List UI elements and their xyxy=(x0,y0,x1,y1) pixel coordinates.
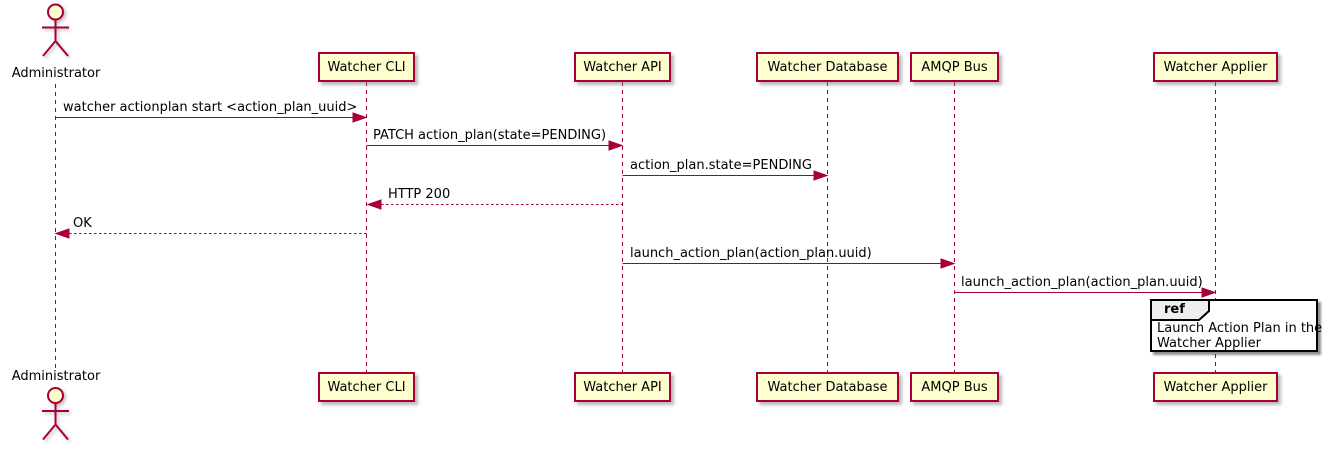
message-2-label: PATCH action_plan(state=PENDING) xyxy=(373,128,607,143)
actor-figure-bottom xyxy=(42,387,69,441)
message-3-arrowhead xyxy=(813,170,829,181)
participant-watcher-database-bottom: Watcher Database xyxy=(756,372,899,402)
message-2-arrowhead xyxy=(608,140,624,151)
actor-head-icon xyxy=(47,3,64,21)
message-arrows xyxy=(54,112,1217,298)
participant-watcher-cli-top: Watcher CLI xyxy=(318,52,415,82)
lifelines xyxy=(55,82,1216,372)
actor-figure-top xyxy=(42,3,69,57)
message-6-arrowhead xyxy=(940,258,956,269)
actor-label-administrator-bottom: Administrator xyxy=(11,369,101,384)
participant-watcher-database-top: Watcher Database xyxy=(756,52,899,82)
message-5-label: OK xyxy=(73,216,92,231)
participant-amqp-bus-bottom: AMQP Bus xyxy=(910,372,999,402)
message-4-arrowhead xyxy=(366,199,382,210)
participant-watcher-api-top: Watcher API xyxy=(574,52,671,82)
ref-tag-pentagon xyxy=(1150,299,1210,321)
ref-text-line-2: Watcher Applier xyxy=(1157,336,1261,351)
ref-keyword: ref xyxy=(1164,302,1185,317)
participant-watcher-applier-top: Watcher Applier xyxy=(1153,52,1278,82)
message-3-label: action_plan.state=PENDING xyxy=(630,158,812,173)
participant-watcher-applier-bottom: Watcher Applier xyxy=(1153,372,1278,402)
message-4-label: HTTP 200 xyxy=(388,187,451,202)
actor-head-icon xyxy=(47,387,64,404)
message-7-arrowhead xyxy=(1201,287,1217,298)
ref-fragment: ref Launch Action Plan in the Watcher Ap… xyxy=(1150,299,1322,352)
actor-label-administrator-top: Administrator xyxy=(11,66,101,81)
ref-text-line-1: Launch Action Plan in the xyxy=(1157,321,1323,336)
message-6-label: launch_action_plan(action_plan.uuid) xyxy=(630,246,872,261)
message-1-label: watcher actionplan start <action_plan_uu… xyxy=(63,100,358,115)
message-1-arrowhead xyxy=(352,112,368,123)
message-7-label: launch_action_plan(action_plan.uuid) xyxy=(961,275,1203,290)
participant-watcher-api-bottom: Watcher API xyxy=(574,372,671,402)
message-5-arrowhead xyxy=(54,228,70,239)
participant-amqp-bus-top: AMQP Bus xyxy=(910,52,999,82)
participant-watcher-cli-bottom: Watcher CLI xyxy=(318,372,415,402)
